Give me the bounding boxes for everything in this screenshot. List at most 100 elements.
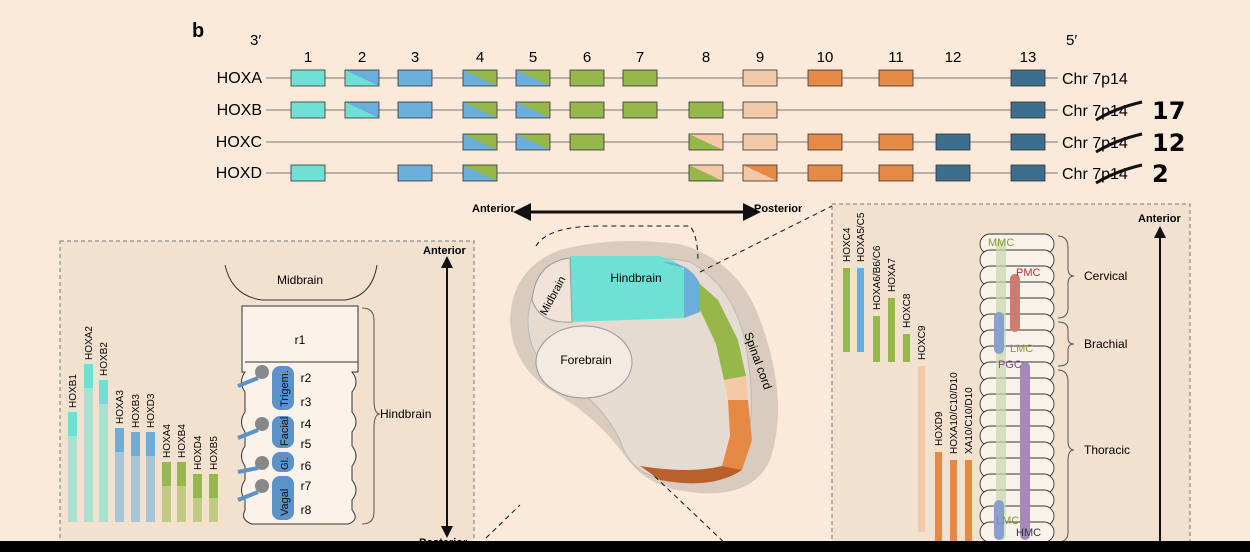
gene-box-hoxb-8: [688, 101, 724, 119]
hb-gene-bar-hoxb1: [68, 412, 77, 522]
gene-box-hoxc-4: [462, 133, 498, 151]
sp-gene-label: HOXC4: [842, 227, 853, 262]
gene-number-4: 4: [476, 49, 484, 66]
orientation-5prime: 5′: [1066, 32, 1077, 49]
gene-box-hoxb-6: [569, 101, 605, 119]
nerve-label-facial: Facial: [279, 417, 291, 446]
gene-box-hoxb-4: [462, 101, 498, 119]
brace-brachial: [1057, 321, 1075, 367]
hb-gene-label: HOXA2: [84, 326, 95, 360]
column-lmc-lower-bar: [994, 500, 1004, 540]
gene-number-7: 7: [636, 49, 644, 66]
hb-gene-bar-hoxb4: [177, 462, 186, 522]
ganglion-dot: [255, 456, 269, 470]
panel-label: b: [192, 20, 204, 42]
gene-box-hoxd-4: [462, 164, 498, 182]
sp-gene-bar-1: [857, 268, 864, 352]
cluster-name: HOXA: [217, 70, 263, 87]
rhombomere-r2: r2: [301, 371, 312, 385]
gene-number-10: 10: [817, 49, 834, 66]
column-label-lmc: LMC: [1010, 343, 1033, 355]
gene-box-hoxa-13: [1010, 69, 1046, 87]
column-pmc-bar: [1010, 274, 1020, 332]
hb-gene-bar-hoxa3: [115, 428, 124, 522]
gene-box-hoxd-13: [1010, 164, 1046, 182]
gene-box-hoxd-1: [290, 164, 326, 182]
bottom-black-bar: [0, 541, 1250, 552]
hb-gene-label: HOXB1: [68, 374, 79, 408]
ganglion-dot: [255, 365, 269, 379]
ganglion-dot: [255, 479, 269, 493]
hb-gene-bar-hoxb3: [131, 432, 140, 522]
dashed-projection-bottom: [647, 469, 731, 549]
gene-box-hoxd-11: [878, 164, 914, 182]
gene-box-hoxc-10: [807, 133, 843, 151]
hb-gene-label: HOXB3: [131, 394, 142, 428]
rhombomere-r3: r3: [301, 395, 312, 409]
gene-box-hoxc-9: [742, 133, 778, 151]
hb-gene-label: HOXD3: [146, 393, 157, 428]
sp-gene-bar-0: [843, 268, 850, 352]
spinal-cord-orange: [722, 400, 752, 470]
spinal-cord-brown: [640, 466, 742, 484]
rhombomere-r8: r8: [301, 503, 312, 517]
nerve-arrow: [237, 428, 259, 440]
nerve-glossopharyngeal: [272, 452, 294, 472]
ganglion-dot: [255, 417, 269, 431]
gene-box-hoxd-9: [742, 164, 778, 182]
gene-box-hoxc-11: [878, 133, 914, 151]
cluster-name: HOXD: [216, 165, 262, 182]
spinal-cord-green: [700, 284, 746, 380]
sp-gene-label: HOXC8: [902, 293, 913, 328]
midbrain-outline: [224, 264, 378, 301]
hb-gene-bar-strong: [131, 432, 140, 456]
hb-gene-label: HOXB5: [209, 436, 220, 470]
sp-gene-bar-6: [935, 452, 942, 552]
column-mmc-bar: [996, 240, 1006, 540]
gene-box-hoxb-5: [515, 101, 551, 119]
nerve-label-vagal: Vagal: [279, 489, 291, 516]
sp-gene-label: XA10/C10/D10: [964, 387, 975, 454]
hb-gene-bar-strong: [68, 412, 77, 436]
gene-box-hoxc-8: [688, 133, 724, 151]
nerve-label-trigem: Trigem.: [279, 370, 291, 407]
hb-gene-label: HOXB2: [99, 342, 110, 376]
region-label-cervical: Cervical: [1084, 269, 1127, 283]
gene-box-hoxb-2: [344, 101, 380, 119]
nerve-arrow: [237, 376, 259, 388]
gene-box-hoxc-6: [569, 133, 605, 151]
cluster-name: HOXC: [216, 134, 262, 151]
sp-gene-label: HOXA6/B6/C6: [872, 245, 883, 310]
cluster-hoxa: HOXA Chr 7p14: [217, 69, 1128, 88]
column-label-mmc: MMC: [988, 237, 1014, 249]
handwritten-chromosome: 17: [1152, 97, 1185, 125]
embryo-midbrain: [531, 257, 573, 323]
nerve-vagal: [272, 476, 294, 520]
brace-thoracic: [1057, 369, 1075, 543]
gene-number-11: 11: [888, 49, 904, 66]
gene-box-hoxa-2: [344, 69, 380, 87]
embryo-forebrain: [535, 325, 633, 399]
strikethrough-mark: [1095, 132, 1143, 154]
rhombomere-r6: r6: [301, 459, 312, 473]
gene-number-8: 8: [702, 49, 710, 66]
column-label-pmc: PMC: [1016, 267, 1041, 279]
gene-number-3: 3: [411, 49, 419, 66]
strikethrough-mark: [1095, 100, 1143, 122]
gene-box-hoxa-4: [462, 69, 498, 87]
hb-gene-label: HOXA3: [115, 390, 126, 424]
sp-gene-bar-2: [873, 316, 880, 362]
nerve-facial: [272, 416, 294, 448]
region-label-thoracic: Thoracic: [1084, 443, 1130, 457]
gene-box-hoxc-13: [1010, 133, 1046, 151]
gene-box-hoxb-9: [742, 101, 778, 119]
sp-gene-bar-3: [888, 298, 895, 362]
embryo-forebrain-label: Forebrain: [560, 353, 611, 367]
nerve-label-gl: Gl.: [280, 457, 291, 470]
handwritten-chromosome: 12: [1152, 129, 1185, 157]
chromosome-label: Chr 7p14: [1062, 71, 1128, 88]
axis-top-anterior: Anterior: [472, 203, 516, 215]
gene-box-hoxb-7: [622, 101, 658, 119]
